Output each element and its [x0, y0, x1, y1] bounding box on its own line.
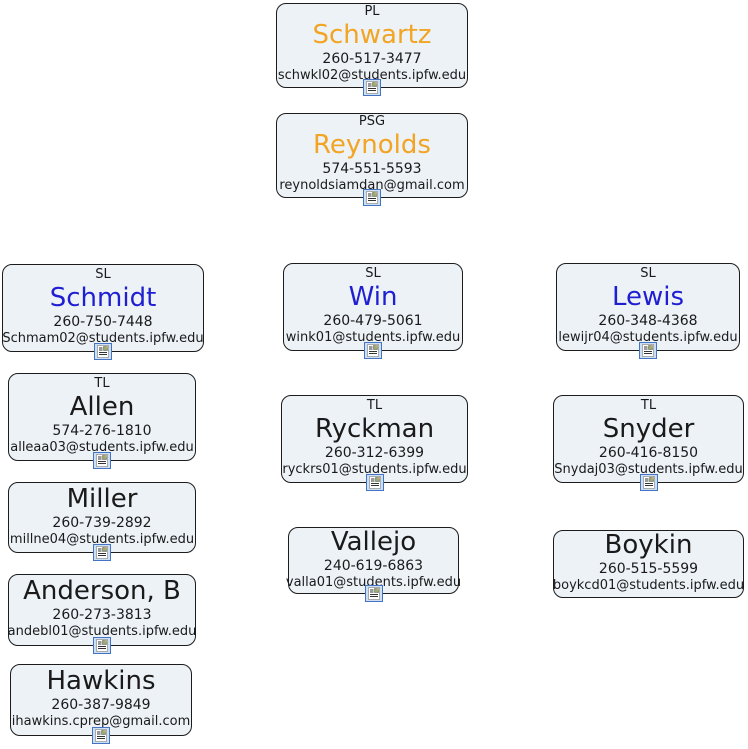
- role-label: SL: [95, 266, 111, 282]
- role-label: PSG: [358, 114, 386, 129]
- member-name: Boykin: [604, 530, 693, 560]
- member-name: Snyder: [602, 413, 695, 444]
- phone-number: 260-348-4368: [598, 312, 698, 329]
- journal-notes-icon[interactable]: [93, 452, 111, 469]
- journal-notes-icon[interactable]: [639, 342, 657, 359]
- journal-notes-icon[interactable]: [363, 189, 381, 206]
- member-name: Vallejo: [330, 526, 417, 557]
- email-address: wink01@students.ipfw.edu: [285, 329, 461, 345]
- member-name: Anderson, B: [23, 576, 181, 606]
- email-address: Snydaj03@students.ipfw.edu: [554, 461, 743, 477]
- role-label: SL: [640, 265, 656, 281]
- member-name: Reynolds: [313, 130, 431, 160]
- email-address: reynoldsiamdan@gmail.com: [279, 178, 465, 193]
- email-address: boykcd01@students.ipfw.edu: [552, 578, 745, 593]
- journal-notes-icon[interactable]: [639, 474, 658, 491]
- phone-number: 260-750-7448: [53, 313, 153, 330]
- member-name: Allen: [69, 391, 135, 422]
- role-label: TL: [366, 397, 383, 413]
- journal-notes-icon[interactable]: [364, 342, 382, 359]
- journal-notes-icon[interactable]: [93, 544, 111, 561]
- phone-number: 260-387-9849: [51, 697, 151, 713]
- phone-number: 260-312-6399: [324, 444, 425, 461]
- phone-number: 574-276-1810: [52, 422, 152, 439]
- journal-notes-icon[interactable]: [93, 637, 111, 654]
- email-address: ihawkins.cprep@gmail.com: [11, 714, 191, 729]
- member-name: Miller: [66, 483, 138, 514]
- phone-number: 574-551-5593: [322, 161, 422, 177]
- phone-number: 260-273-3813: [52, 607, 152, 623]
- role-label: TL: [94, 375, 110, 391]
- member-name: Hawkins: [46, 666, 156, 696]
- member-name: Schmidt: [49, 282, 157, 313]
- member-name: Ryckman: [314, 413, 435, 444]
- role-label: SL: [365, 265, 381, 281]
- journal-notes-icon[interactable]: [92, 727, 110, 744]
- phone-number: 260-479-5061: [323, 312, 423, 329]
- email-address: andebl01@students.ipfw.edu: [7, 624, 197, 639]
- journal-notes-icon[interactable]: [363, 79, 381, 96]
- member-name: Schwartz: [312, 20, 432, 50]
- phone-number: 240-619-6863: [323, 557, 424, 574]
- role-label: PL: [364, 4, 380, 19]
- email-address: schwkl02@students.ipfw.edu: [277, 68, 467, 83]
- journal-notes-icon[interactable]: [364, 585, 383, 602]
- journal-notes-icon[interactable]: [365, 474, 384, 491]
- phone-number: 260-517-3477: [322, 51, 422, 67]
- phone-number: 260-416-8150: [598, 444, 699, 461]
- journal-notes-icon[interactable]: [94, 343, 112, 360]
- phone-number: 260-515-5599: [598, 561, 699, 577]
- email-address: millne04@students.ipfw.edu: [9, 531, 195, 547]
- email-address: valla01@students.ipfw.edu: [285, 574, 462, 590]
- member-name: Win: [348, 281, 398, 312]
- role-label: TL: [640, 397, 657, 413]
- email-address: Schmam02@students.ipfw.edu: [2, 330, 204, 346]
- email-address: alleaa03@students.ipfw.edu: [10, 439, 194, 455]
- email-address: lewijr04@students.ipfw.edu: [558, 329, 738, 345]
- phone-number: 260-739-2892: [52, 514, 152, 531]
- member-name: Lewis: [611, 281, 685, 312]
- email-address: ryckrs01@students.ipfw.edu: [282, 461, 467, 477]
